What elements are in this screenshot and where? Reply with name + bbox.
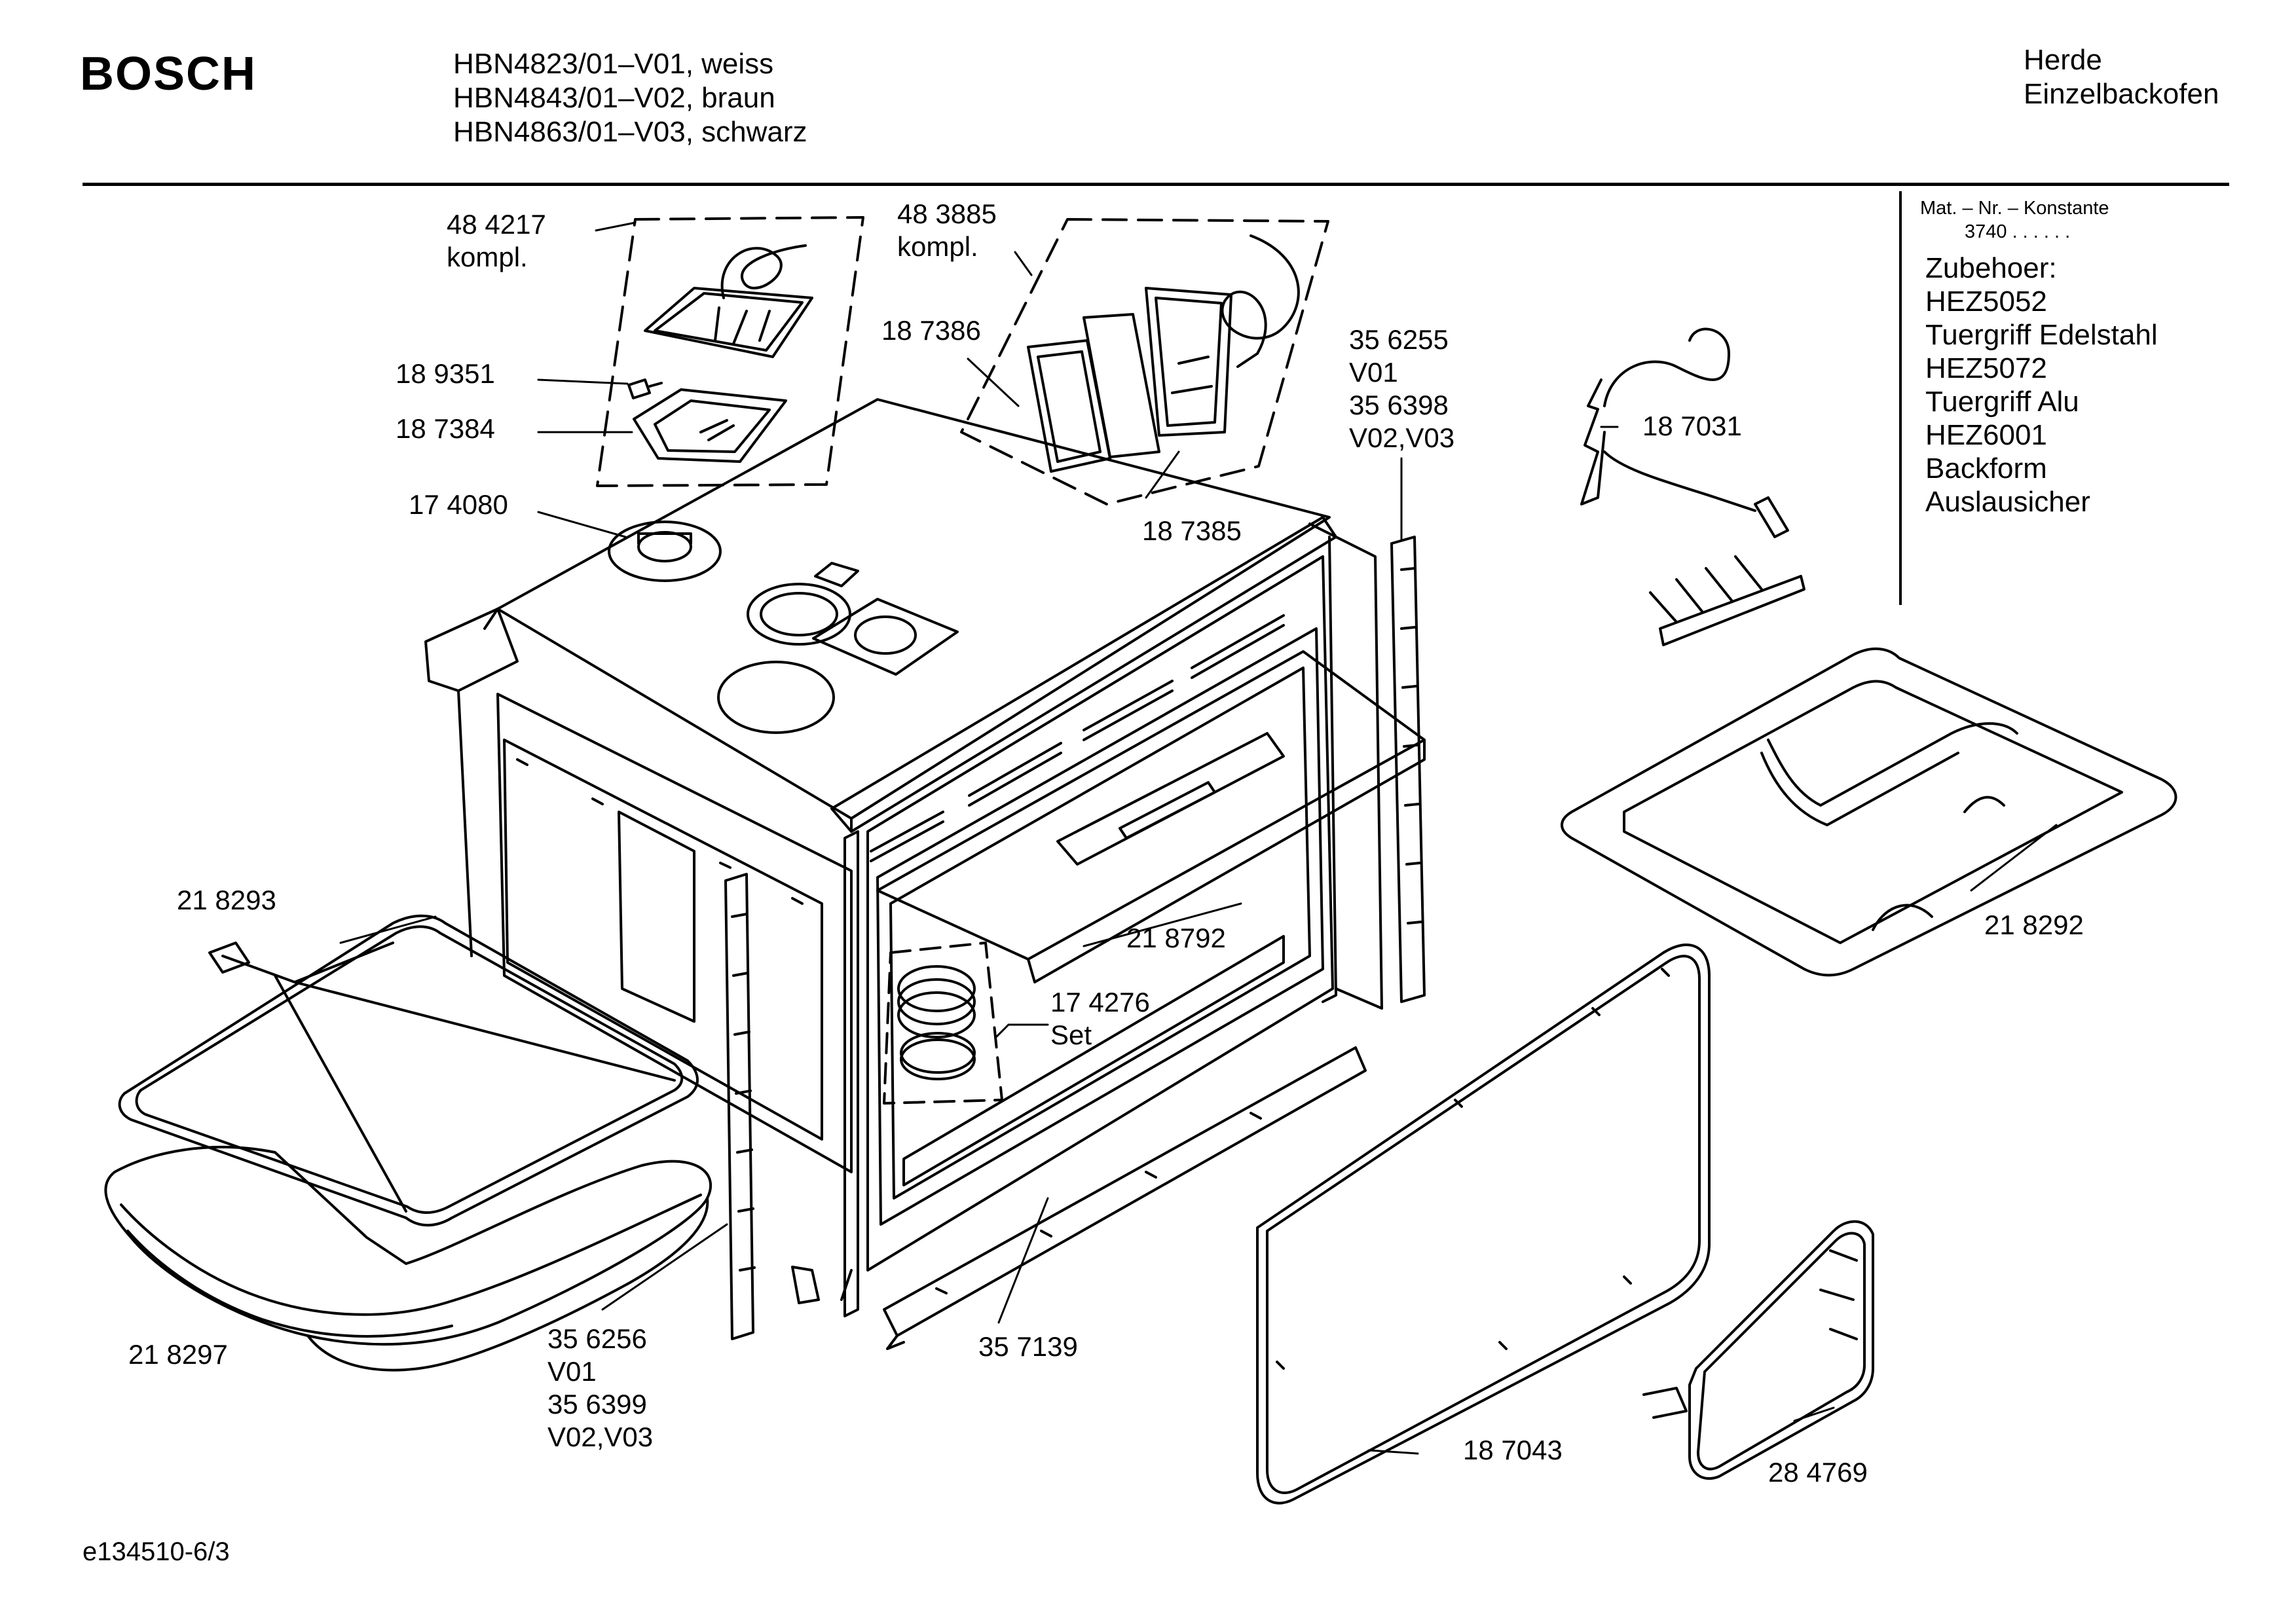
rotisserie-frame [118,914,699,1227]
dashed-group-484217 [596,216,864,487]
accessory-line: HEZ6001 [1925,419,2047,451]
model-line: HBN4843/01–V02, braun [453,82,775,114]
category-line: Einzelbackofen [2024,78,2219,110]
mat-title: Mat. – Nr. – Konstante [1920,198,2109,219]
left-side-rail [724,873,756,1340]
part-label-187031: 18 7031 [1642,411,1742,441]
part-label-357139: 35 7139 [978,1331,1078,1362]
cover-tray [633,388,787,463]
part-label-218792: 21 8792 [1126,923,1226,953]
material-number-block: Mat. – Nr. – Konstante 3740 . . . . . . [1920,196,2109,244]
part-label-189351: 18 9351 [396,358,495,389]
model-line: HBN4863/01–V03, schwarz [453,116,807,148]
model-line: HBN4823/01–V01, weiss [453,48,774,80]
right-side-rail [1390,536,1426,1003]
accessory-line: Tuergriff Alu [1925,386,2079,418]
model-list: HBN4823/01–V01, weiss HBN4843/01–V02, br… [453,47,807,149]
grill-heater [1561,555,2177,977]
sidebar-divider [1899,191,1902,605]
temperature-sensor [1580,327,1789,538]
handle-frame [1642,1220,1874,1480]
header-divider [83,183,2229,186]
part-label-187385: 18 7385 [1142,515,1242,546]
accessory-line: HEZ5052 [1925,285,2047,318]
part-label-484217: 48 4217 kompl. [447,209,546,272]
part-label-284769: 28 4769 [1768,1457,1868,1488]
part-label-187043: 18 7043 [1463,1435,1563,1465]
part-label-483885: 48 3885 kompl. [897,198,997,262]
leader-lines [339,221,2058,1455]
category: Herde Einzelbackofen [2024,43,2219,111]
thermostat-assembly [644,244,813,358]
part-label-218293: 21 8293 [177,885,276,915]
part-label-356256: 35 6256 V01 35 6399 V02,V03 [547,1323,654,1452]
door-seal [104,1145,712,1372]
ceiling-cover [876,650,1426,983]
accessory-line: Backform [1925,452,2047,485]
part-label-174276: 17 4276 Set [1050,987,1150,1050]
accessory-line: Zubehoer: [1925,252,2057,284]
door-gasket [1256,943,1711,1505]
connector-part [627,378,663,399]
oven-cavity [424,398,1383,1317]
accessory-line: Auslausicher [1925,486,2090,518]
document-id: e134510-6/3 [83,1537,230,1566]
part-label-174080: 17 4080 [409,489,508,520]
part-label-187384: 18 7384 [396,413,495,444]
lamp-glass-set [897,965,976,1080]
part-label-218292: 21 8292 [1984,909,2084,940]
part-label-218297: 21 8297 [128,1339,228,1370]
mat-number: 3740 . . . . . . [1965,221,2071,242]
part-label-187386: 18 7386 [881,315,981,346]
dashed-group-483885 [960,218,1329,505]
accessory-line: HEZ5072 [1925,352,2047,384]
accessories-list: Zubehoer: HEZ5052 Tuergriff Edelstahl HE… [1925,251,2158,519]
brand-logo: BOSCH [80,48,257,100]
lamp-kit [1027,234,1300,473]
category-line: Herde [2024,44,2102,76]
accessory-line: Tuergriff Edelstahl [1925,319,2158,351]
part-label-356255: 35 6255 V01 35 6398 V02,V03 [1349,324,1455,453]
bottom-rail [883,1046,1367,1350]
